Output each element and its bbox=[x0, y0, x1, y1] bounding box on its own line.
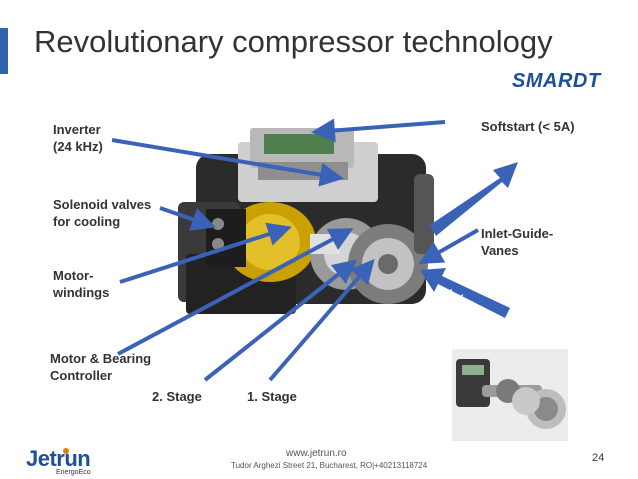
inlet-label: Inlet bbox=[443, 286, 477, 315]
label-motor-line2: windings bbox=[53, 285, 110, 300]
outlet-label: Outlet bbox=[452, 152, 495, 189]
label-igv-line2: Vanes bbox=[481, 243, 519, 258]
label-controller: Motor & Bearing Controller bbox=[50, 350, 151, 384]
title-accent-bar bbox=[0, 28, 8, 74]
label-stage2: 2. Stage bbox=[152, 389, 202, 404]
footer-address: Tudor Arghezi Street 21, Bucharest, RO|+… bbox=[231, 461, 428, 470]
footer-url: www.jetrun.ro bbox=[286, 448, 347, 459]
label-controller-line1: Motor & Bearing bbox=[50, 351, 152, 366]
label-inverter: Inverter (24 kHz) bbox=[53, 121, 103, 155]
label-inverter-line1: Inverter bbox=[53, 122, 101, 137]
rotor-inset-image bbox=[452, 349, 568, 441]
label-controller-line2: Controller bbox=[50, 368, 113, 383]
smardt-logo: SMARDT bbox=[512, 70, 601, 92]
slide-title: Revolutionary compressor technology bbox=[34, 24, 553, 59]
label-solenoid-line2: for cooling bbox=[53, 214, 121, 229]
label-solenoid-line1: Solenoid valves bbox=[53, 197, 152, 212]
label-motor-line1: Motor- bbox=[53, 268, 94, 283]
label-motor-windings: Motor- windings bbox=[53, 267, 109, 301]
label-softstart: Softstart (< 5A) bbox=[481, 119, 575, 134]
label-inverter-line2: (24 kHz) bbox=[53, 139, 103, 154]
logo-main-text: Jetrun bbox=[26, 446, 91, 471]
label-igv: Inlet-Guide- Vanes bbox=[481, 225, 553, 259]
logo-sub-text: EnergoEco bbox=[56, 469, 91, 476]
label-igv-line1: Inlet-Guide- bbox=[481, 226, 554, 241]
label-stage1: 1. Stage bbox=[247, 389, 297, 404]
logo-dot bbox=[63, 448, 69, 454]
page-number: 24 bbox=[592, 452, 605, 464]
compressor-photo bbox=[178, 114, 440, 339]
label-solenoid: Solenoid valves for cooling bbox=[53, 196, 151, 230]
jetrun-logo: Jetrun EnergoEco bbox=[26, 446, 91, 476]
